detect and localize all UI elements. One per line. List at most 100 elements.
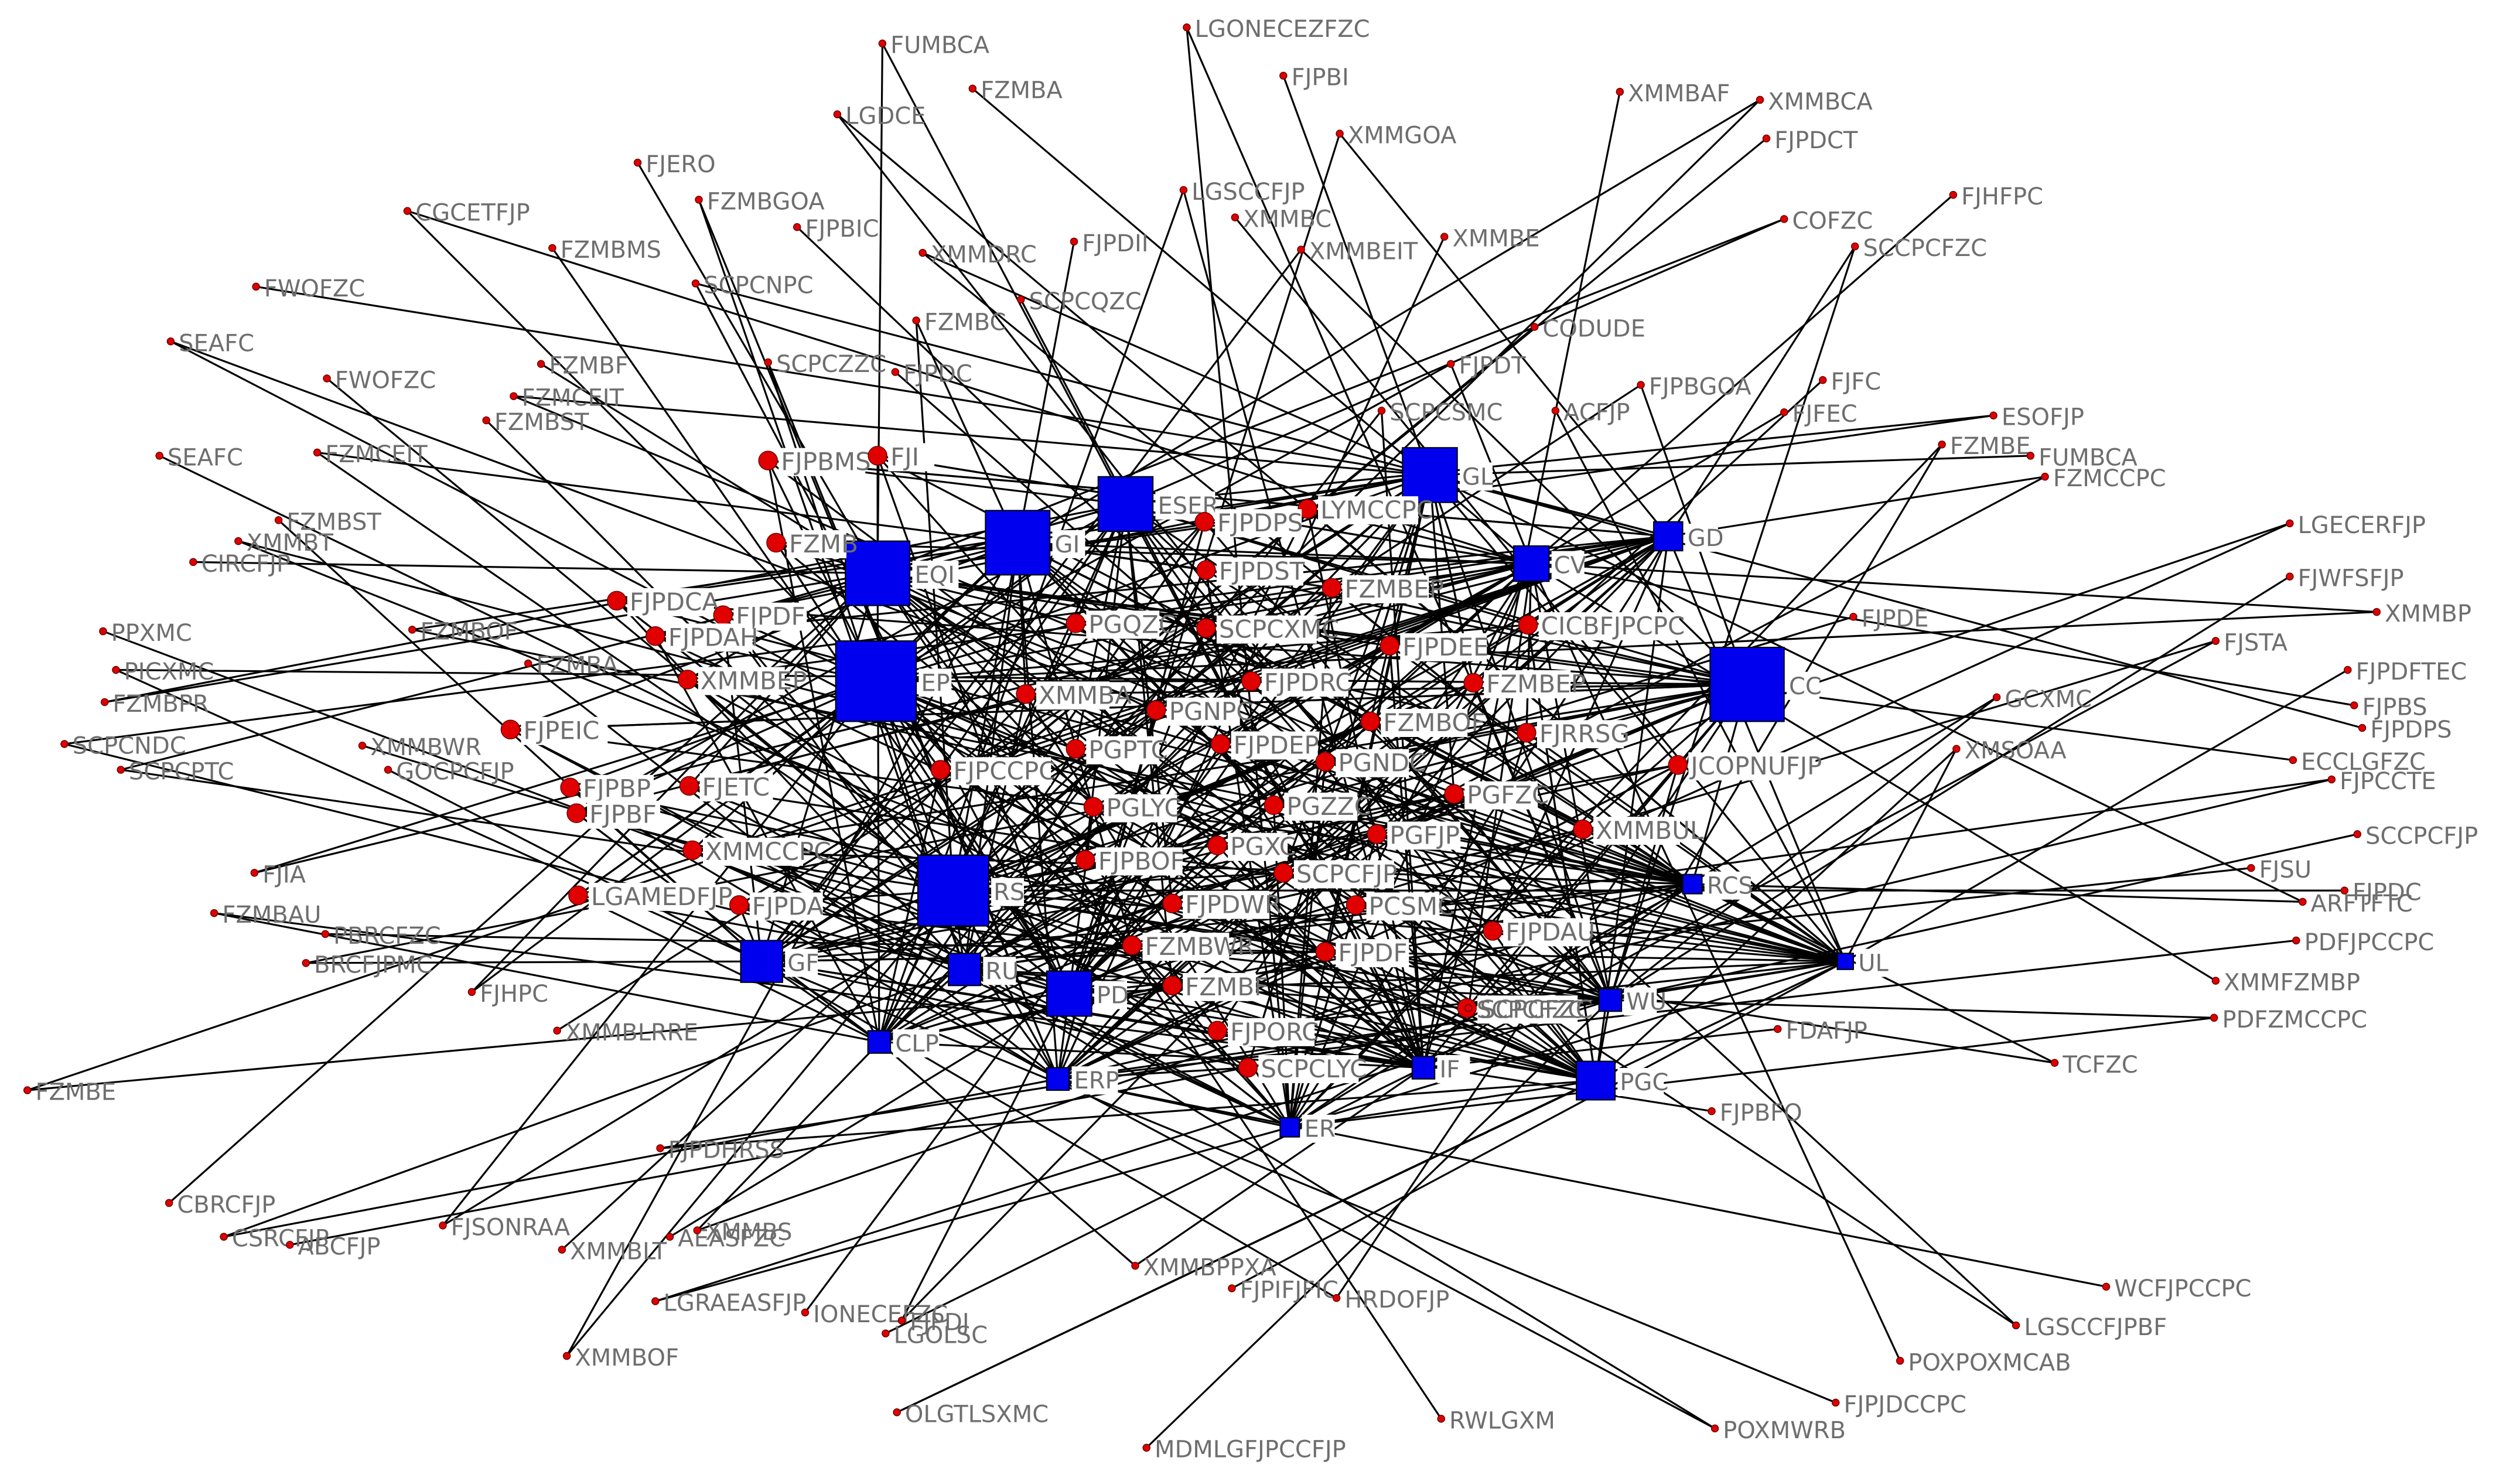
outer-node[interactable]: [2102, 1282, 2111, 1291]
outer-node[interactable]: [1818, 376, 1827, 384]
inner-node[interactable]: [1463, 673, 1483, 693]
outer-node[interactable]: [313, 448, 322, 457]
outer-node[interactable]: [510, 392, 518, 400]
hub-node-pd[interactable]: [1046, 970, 1092, 1017]
hub-node-rs[interactable]: [917, 854, 989, 927]
inner-node[interactable]: [868, 446, 887, 466]
outer-node[interactable]: [1780, 215, 1788, 223]
inner-node[interactable]: [1322, 578, 1342, 598]
outer-node[interactable]: [695, 196, 703, 204]
inner-node[interactable]: [1066, 613, 1086, 633]
outer-node[interactable]: [1710, 1424, 1719, 1433]
inner-node[interactable]: [678, 670, 698, 690]
outer-node[interactable]: [321, 930, 330, 939]
outer-node[interactable]: [918, 248, 927, 257]
outer-node[interactable]: [286, 1241, 294, 1249]
inner-node[interactable]: [560, 777, 580, 797]
outer-node[interactable]: [548, 244, 556, 252]
outer-node[interactable]: [1551, 407, 1560, 415]
inner-node[interactable]: [1196, 560, 1216, 580]
inner-node[interactable]: [1162, 893, 1182, 913]
outer-node[interactable]: [99, 627, 107, 636]
outer-node[interactable]: [302, 959, 310, 967]
outer-node[interactable]: [358, 741, 367, 750]
outer-node[interactable]: [2292, 936, 2300, 945]
outer-node[interactable]: [665, 1233, 674, 1241]
inner-node[interactable]: [1346, 895, 1366, 915]
inner-node[interactable]: [1122, 935, 1142, 955]
outer-node[interactable]: [801, 1308, 810, 1317]
outer-node[interactable]: [1774, 1025, 1782, 1033]
outer-node[interactable]: [891, 368, 900, 376]
hub-node-gd[interactable]: [1653, 521, 1684, 552]
outer-node[interactable]: [1616, 87, 1624, 96]
outer-node[interactable]: [1279, 71, 1288, 80]
outer-node[interactable]: [897, 1316, 906, 1325]
inner-node[interactable]: [1241, 671, 1261, 691]
outer-node[interactable]: [2050, 1059, 2059, 1067]
outer-node[interactable]: [656, 1144, 664, 1152]
outer-node[interactable]: [23, 1086, 32, 1094]
outer-node[interactable]: [482, 416, 490, 425]
outer-node[interactable]: [166, 337, 175, 346]
outer-node[interactable]: [1850, 242, 1859, 251]
hub-node-ep[interactable]: [835, 640, 917, 722]
outer-node[interactable]: [882, 1329, 890, 1337]
inner-node[interactable]: [566, 803, 586, 823]
outer-node[interactable]: [467, 988, 476, 997]
outer-node[interactable]: [1437, 1415, 1445, 1423]
outer-node[interactable]: [155, 452, 163, 460]
outer-node[interactable]: [2340, 886, 2349, 895]
outer-node[interactable]: [1440, 233, 1449, 241]
inner-node[interactable]: [682, 840, 702, 861]
inner-node[interactable]: [568, 885, 588, 906]
hub-node-gl[interactable]: [1402, 447, 1458, 503]
outer-node[interactable]: [274, 516, 283, 524]
outer-node[interactable]: [1017, 295, 1025, 304]
inner-node[interactable]: [1518, 615, 1538, 635]
outer-node[interactable]: [691, 279, 700, 288]
outer-node[interactable]: [220, 1233, 228, 1241]
outer-node[interactable]: [2026, 452, 2035, 460]
inner-node[interactable]: [1016, 684, 1036, 704]
outer-node[interactable]: [912, 316, 920, 325]
inner-node[interactable]: [1196, 618, 1216, 638]
outer-node[interactable]: [1938, 440, 1946, 449]
outer-node[interactable]: [651, 1297, 660, 1305]
outer-node[interactable]: [112, 666, 120, 674]
outer-node[interactable]: [1896, 1357, 1904, 1365]
hub-node-erp[interactable]: [1046, 1067, 1070, 1091]
outer-node[interactable]: [553, 1026, 561, 1035]
outer-node[interactable]: [408, 626, 416, 634]
outer-node[interactable]: [60, 740, 69, 748]
outer-node[interactable]: [1756, 95, 1764, 104]
outer-node[interactable]: [2350, 701, 2358, 709]
outer-node[interactable]: [524, 659, 532, 668]
outer-node[interactable]: [2353, 830, 2362, 838]
outer-node[interactable]: [165, 1199, 173, 1207]
outer-node[interactable]: [1231, 213, 1239, 221]
inner-node[interactable]: [1444, 784, 1464, 804]
outer-node[interactable]: [2210, 1013, 2218, 1022]
outer-node[interactable]: [2299, 897, 2307, 906]
outer-node[interactable]: [633, 158, 642, 167]
hub-node-cv[interactable]: [1512, 545, 1550, 582]
outer-node[interactable]: [1762, 134, 1771, 143]
outer-node[interactable]: [2286, 572, 2294, 581]
inner-node[interactable]: [1066, 739, 1086, 759]
outer-node[interactable]: [117, 766, 125, 774]
outer-node[interactable]: [1336, 129, 1344, 138]
inner-node[interactable]: [1297, 499, 1317, 519]
hub-node-ru[interactable]: [948, 953, 982, 987]
outer-node[interactable]: [2358, 724, 2367, 732]
outer-node[interactable]: [1831, 1398, 1840, 1407]
outer-node[interactable]: [100, 698, 109, 707]
outer-node[interactable]: [2211, 637, 2220, 645]
outer-node[interactable]: [2247, 864, 2255, 872]
outer-node[interactable]: [1377, 407, 1386, 415]
outer-node[interactable]: [1228, 1284, 1236, 1292]
outer-node[interactable]: [1530, 323, 1539, 331]
inner-node[interactable]: [679, 776, 699, 796]
inner-node[interactable]: [607, 591, 627, 611]
inner-node[interactable]: [1483, 921, 1503, 941]
